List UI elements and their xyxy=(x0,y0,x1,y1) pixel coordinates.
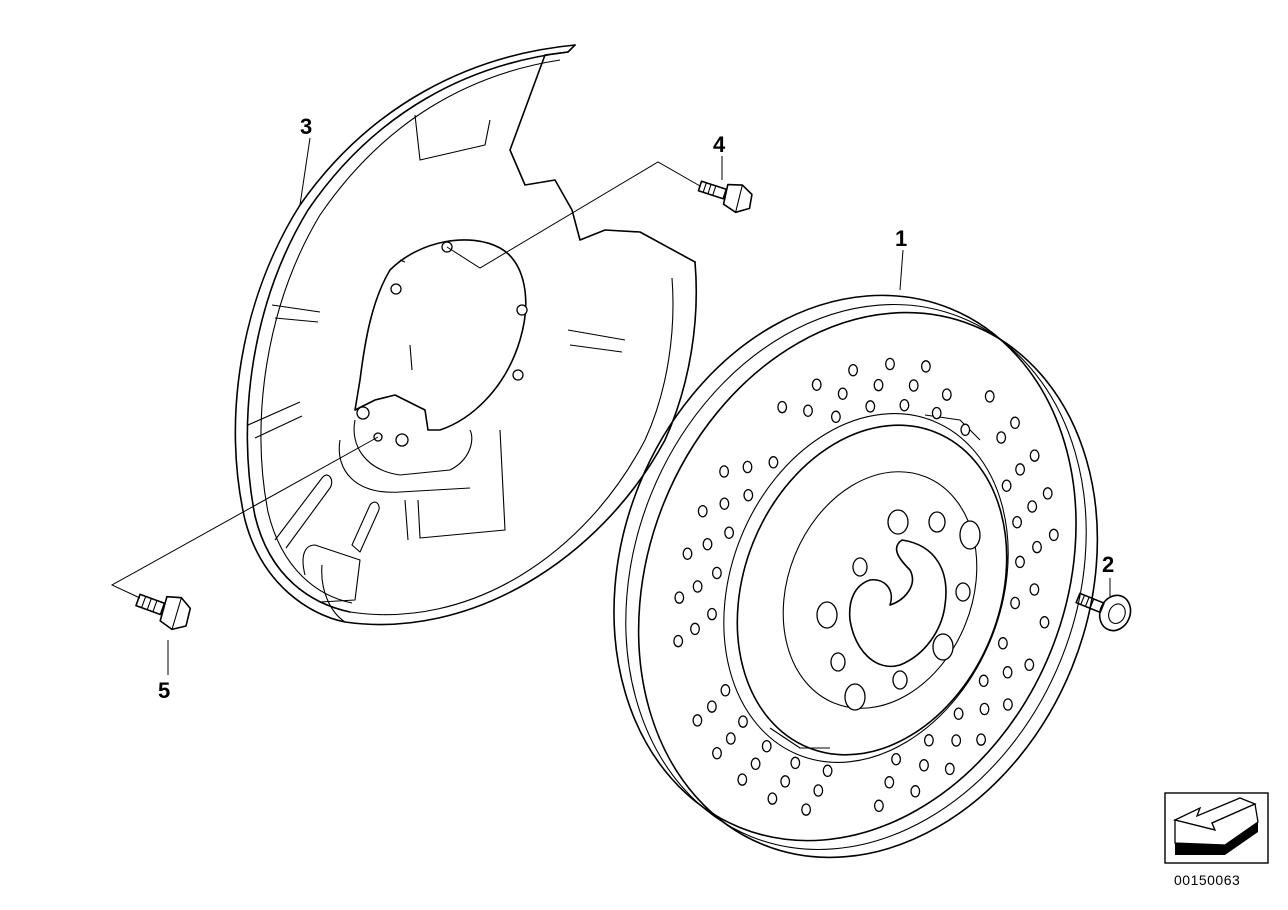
drill-hole xyxy=(801,803,812,816)
drill-hole xyxy=(984,390,995,403)
drill-hole xyxy=(1032,540,1042,554)
diagram-number: 00150063 xyxy=(1174,872,1240,888)
drill-hole xyxy=(742,460,753,474)
drill-hole xyxy=(761,739,772,753)
drill-hole xyxy=(884,776,895,789)
drill-hole xyxy=(978,674,989,688)
drill-hole xyxy=(674,591,685,604)
callout-1: 1 xyxy=(895,226,907,251)
drill-hole xyxy=(997,637,1008,650)
drill-hole xyxy=(702,537,713,551)
drill-hole xyxy=(1010,596,1021,610)
drill-hole xyxy=(1001,479,1012,492)
drill-hole xyxy=(803,404,813,417)
disc-screw xyxy=(1075,592,1132,632)
drill-hole xyxy=(707,607,717,621)
leader-lines xyxy=(110,137,1111,675)
drill-hole xyxy=(910,785,921,798)
hex-bolt xyxy=(135,593,192,631)
drill-hole xyxy=(790,756,801,770)
drill-hole xyxy=(738,715,748,728)
drill-hole xyxy=(1042,487,1053,500)
drill-hole xyxy=(1002,698,1013,711)
drill-hole xyxy=(811,378,822,391)
drill-hole xyxy=(725,732,736,745)
plate-bolt xyxy=(697,180,753,214)
drill-hole xyxy=(697,504,708,518)
drill-hole xyxy=(780,775,791,788)
drill-hole xyxy=(1029,583,1040,596)
drill-hole xyxy=(848,363,859,377)
drill-hole xyxy=(706,700,717,713)
drill-hole xyxy=(1024,658,1035,672)
drill-hole xyxy=(813,784,824,797)
drill-hole xyxy=(919,759,929,772)
drill-hole xyxy=(1010,416,1020,430)
drill-hole xyxy=(768,456,779,469)
backing-plate xyxy=(234,44,698,626)
direction-badge xyxy=(1164,792,1269,864)
drill-hole xyxy=(737,773,748,786)
drill-hole xyxy=(720,684,731,697)
drill-hole xyxy=(1027,500,1038,513)
cross-drilled-holes xyxy=(673,357,1059,816)
drill-hole xyxy=(953,707,964,720)
drill-hole xyxy=(899,398,910,412)
drill-hole xyxy=(767,792,778,805)
drill-hole xyxy=(979,702,990,716)
drill-hole xyxy=(931,406,942,420)
drill-hole xyxy=(996,431,1007,444)
drill-hole xyxy=(1029,449,1040,462)
drill-hole xyxy=(1015,463,1026,476)
callout-3: 3 xyxy=(300,114,312,139)
drill-hole xyxy=(951,734,962,747)
drill-hole xyxy=(976,733,987,746)
drill-hole xyxy=(944,762,955,776)
drill-hole xyxy=(1002,666,1013,679)
drill-hole xyxy=(690,622,700,636)
drill-hole xyxy=(1048,528,1059,542)
callout-5: 5 xyxy=(158,678,170,703)
drill-hole xyxy=(724,526,735,539)
drill-hole xyxy=(692,714,703,727)
drill-hole xyxy=(941,388,952,401)
drill-hole xyxy=(923,734,934,747)
drill-hole xyxy=(1012,515,1023,529)
drill-hole xyxy=(830,410,841,424)
drill-hole xyxy=(719,497,730,510)
drill-hole xyxy=(719,465,730,478)
drill-hole xyxy=(673,634,684,648)
callout-2: 2 xyxy=(1102,552,1114,577)
drill-hole xyxy=(920,360,931,373)
drill-hole xyxy=(712,746,722,760)
drill-hole xyxy=(777,400,788,414)
drill-hole xyxy=(822,764,833,778)
drill-hole xyxy=(960,423,971,437)
arrow-icon xyxy=(1173,797,1259,855)
drill-hole xyxy=(692,580,703,593)
callout-4: 4 xyxy=(713,132,726,157)
drill-hole xyxy=(865,400,876,413)
drill-hole xyxy=(743,488,754,502)
drill-hole xyxy=(750,757,761,771)
drill-hole xyxy=(891,752,902,766)
drill-hole xyxy=(682,547,693,560)
drill-hole xyxy=(885,357,895,371)
drill-hole xyxy=(1015,555,1025,569)
drill-hole xyxy=(837,387,848,400)
drill-hole xyxy=(711,566,722,580)
brake-disc xyxy=(613,294,1099,859)
drill-hole xyxy=(873,378,884,392)
drill-hole xyxy=(1039,616,1050,629)
drill-hole xyxy=(908,379,919,392)
drill-hole xyxy=(873,799,884,813)
